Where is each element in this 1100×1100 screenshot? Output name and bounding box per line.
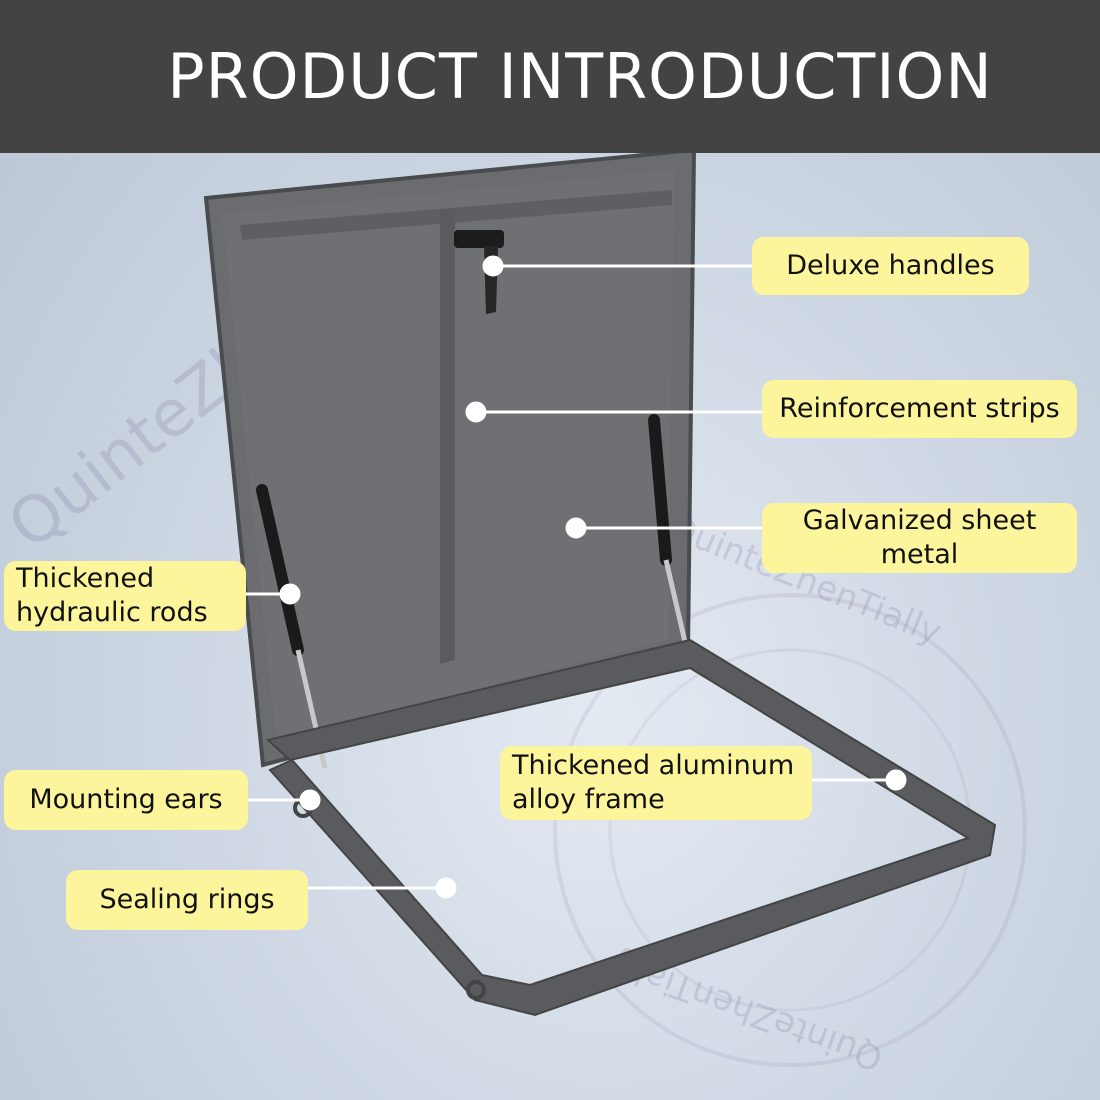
watermark-stamp-ring <box>553 593 1027 1067</box>
dot-sealing-rings <box>435 877 457 899</box>
aluminum-frame <box>265 638 997 1017</box>
hydraulic-rod-left-cylinder <box>256 484 304 656</box>
label-mounting-ears: Mounting ears <box>4 770 248 830</box>
dot-hydraulic-rods <box>279 583 301 605</box>
header-bar <box>0 0 1100 153</box>
page-title: PRODUCT INTRODUCTION <box>167 40 993 113</box>
label-deluxe-handles: Deluxe handles <box>752 237 1029 295</box>
reinforcement-strip-top <box>240 190 672 240</box>
hydraulic-rod-right-cylinder <box>648 414 672 566</box>
dot-aluminum-frame <box>885 769 907 791</box>
dot-deluxe-handles <box>482 255 504 277</box>
handle-plate <box>454 230 504 248</box>
label-reinforcement-strips: Reinforcement strips <box>762 380 1077 438</box>
label-thickened-hydraulic-rods: Thickened hydraulic rods <box>4 561 246 631</box>
label-sealing-rings: Sealing rings <box>66 870 308 930</box>
dot-reinforcement-strips <box>465 401 487 423</box>
hydraulic-rod-right-piston <box>663 559 691 656</box>
label-thickened-aluminum-frame: Thickened aluminum alloy frame <box>500 746 812 820</box>
reinforcement-strip-center <box>440 208 455 664</box>
label-galvanized-sheet-metal: Galvanized sheet metal <box>762 503 1077 573</box>
dot-mounting-ears <box>299 789 321 811</box>
mounting-ear-bottom <box>466 980 486 1000</box>
dot-galvanized-sheet-metal <box>565 517 587 539</box>
